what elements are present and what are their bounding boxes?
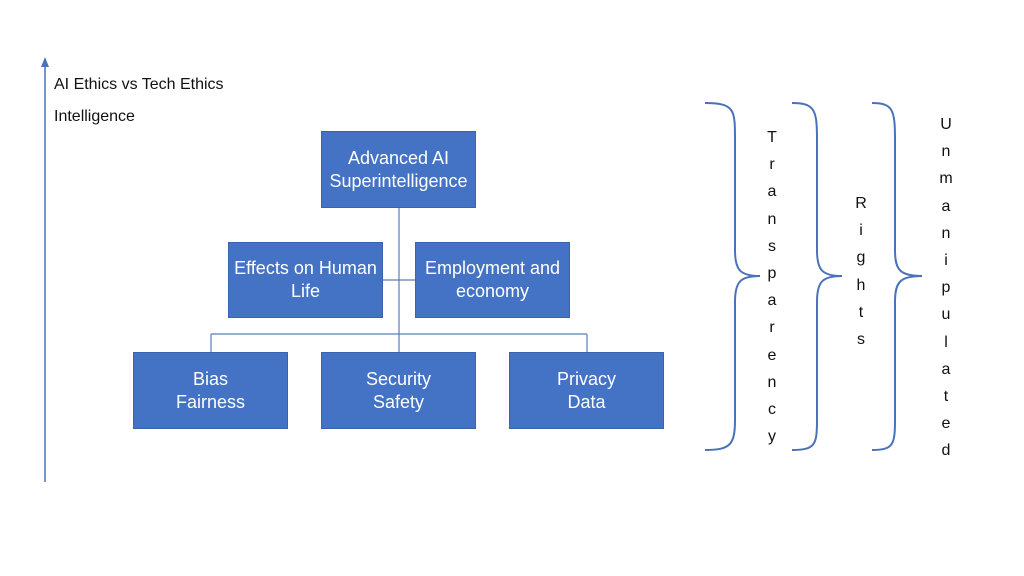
node-bottom-1-line1: Bias — [192, 368, 228, 389]
brace-letter: r — [769, 156, 775, 174]
brace-letter: n — [767, 373, 777, 391]
brace-letter: y — [768, 428, 776, 446]
brace-letter: t — [943, 387, 949, 405]
node-top-line1: Advanced AI — [347, 147, 450, 168]
brace-letter: e — [767, 346, 777, 364]
node-bottom-3-line1: Privacy — [556, 368, 616, 389]
brace-letter: a — [941, 360, 951, 378]
node-bottom-2-line1: Security — [365, 368, 432, 389]
node-bottom-2-line2: Safety — [372, 391, 425, 412]
axis-label: Intelligence — [54, 108, 135, 125]
brace-letter: n — [941, 143, 951, 161]
node-middle-1-line2: Life — [290, 281, 321, 301]
brace-letter: l — [944, 333, 948, 351]
brace-letter: t — [858, 303, 864, 321]
brace-letter: a — [767, 292, 777, 310]
node-middle-1-line1: Effects on Human — [234, 258, 377, 278]
node-top-line2: Superintelligence — [329, 170, 468, 191]
brace-letter: e — [941, 415, 951, 433]
node-middle-2-line1: Employment and — [424, 258, 561, 278]
brace-transparency — [704, 102, 761, 451]
node-middle-2: Employment and economy — [415, 242, 570, 318]
brace-letter: a — [767, 183, 777, 201]
brace-letter: g — [856, 249, 866, 267]
brace-letter: n — [941, 224, 951, 242]
node-bottom-1-line2: Fairness — [175, 391, 246, 412]
brace-letter: d — [941, 442, 951, 460]
node-middle-2-line2: economy — [455, 281, 530, 301]
brace-letter: R — [855, 195, 867, 212]
axis-arrowhead — [41, 57, 49, 67]
brace-letter: h — [856, 276, 866, 294]
brace-letter: i — [859, 222, 863, 240]
brace-letter: s — [768, 237, 776, 255]
brace-letter: a — [941, 197, 951, 215]
brace-letter: c — [768, 400, 776, 418]
brace-letter: U — [940, 116, 952, 133]
diagram-title: AI Ethics vs Tech Ethics — [54, 76, 224, 93]
brace-letter: s — [857, 330, 865, 348]
node-bottom-3-line2: Data — [567, 391, 606, 412]
brace-letter: T — [767, 129, 777, 146]
brace-letter: m — [939, 170, 953, 188]
brace-letter: n — [767, 210, 777, 228]
brace-letter: u — [941, 306, 951, 324]
brace-letter: r — [769, 319, 775, 337]
brace-letter: p — [767, 264, 777, 282]
brace-rights — [791, 102, 843, 451]
brace-letter: p — [941, 279, 951, 297]
brace-unmanipulated — [871, 102, 923, 451]
brace-letter: i — [944, 251, 948, 269]
